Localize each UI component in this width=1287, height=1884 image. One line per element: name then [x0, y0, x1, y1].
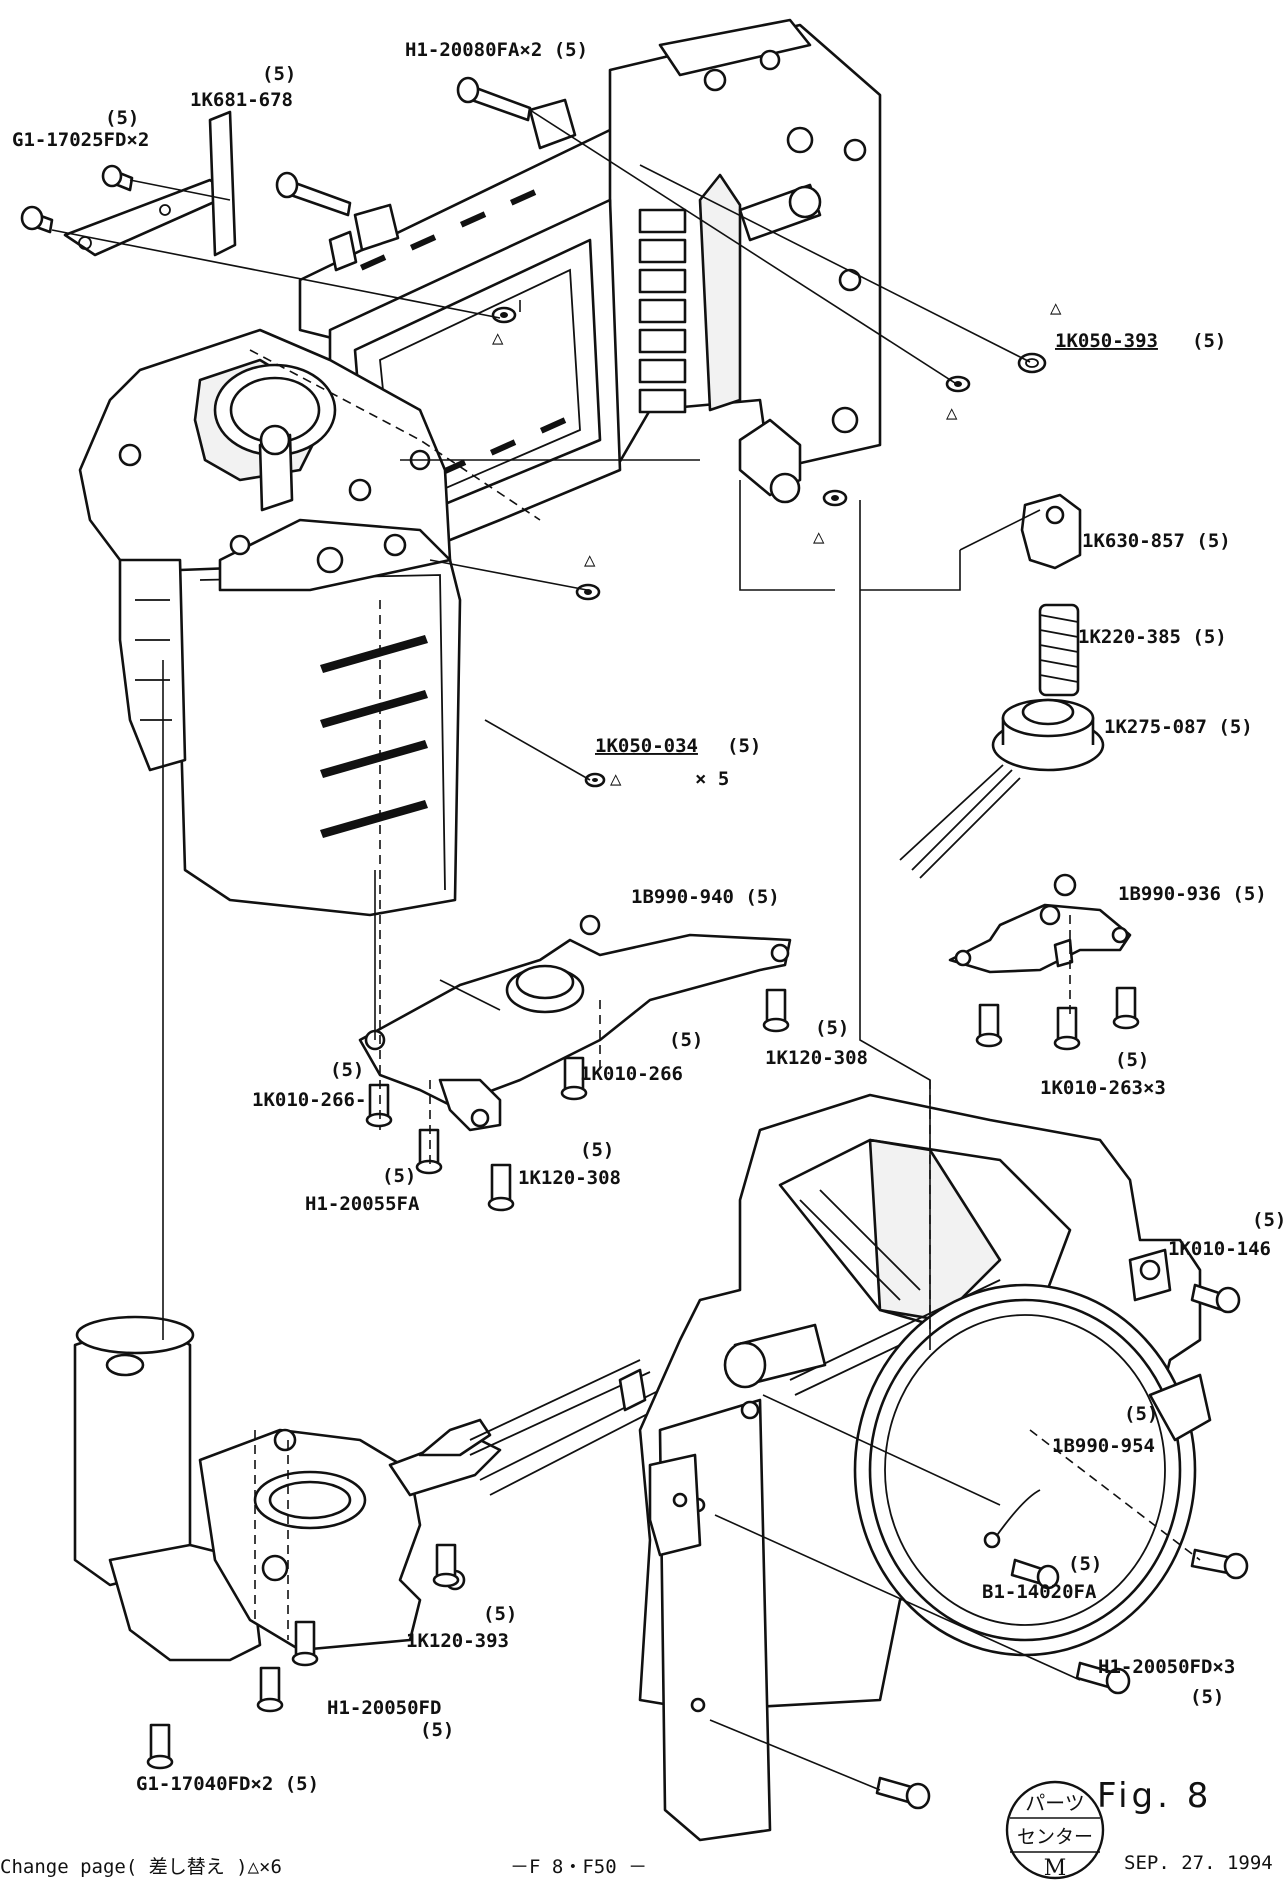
callout-labels: H1-20080FA×2 (5) (5) 1K681-678 (5) G1-17…	[12, 39, 1286, 1795]
label-screw-l2: 1K120-308	[518, 1167, 621, 1189]
screw-icon	[146, 1723, 174, 1770]
triangle-mark: △	[492, 327, 504, 349]
triangle-mark: △	[813, 526, 825, 548]
footer-change-note: Change page( 差し替え )△×6	[0, 1856, 282, 1878]
label-mirror-box-qty: (5)	[1124, 1403, 1158, 1425]
screw-icon	[415, 1128, 443, 1175]
label-screw-c2: 1K120-308	[765, 1047, 868, 1069]
label-screw-bottom: G1-17040FD×2 (5)	[136, 1773, 319, 1795]
screw-icon	[1190, 1548, 1249, 1580]
label-gear: 1K275-087 (5)	[1104, 716, 1253, 738]
screw-icon	[1053, 1006, 1081, 1051]
screw-icon	[975, 1003, 1003, 1048]
label-holder: 1K630-857 (5)	[1082, 530, 1231, 552]
label-screw-l2-qty: (5)	[580, 1139, 614, 1161]
triangle-mark: △	[946, 402, 958, 424]
spring-part	[1038, 603, 1080, 697]
screw-icon	[1190, 1283, 1241, 1314]
label-screw-l3: H1-20055FA	[305, 1193, 420, 1215]
screw-icon	[1112, 986, 1140, 1030]
screw-icon	[275, 171, 352, 217]
label-mirror-box: 1B990-954	[1052, 1435, 1155, 1457]
label-screw-c2-qty: (5)	[815, 1017, 849, 1039]
label-screw-c1: 1K010-266	[580, 1063, 683, 1085]
gear-part	[899, 698, 1105, 879]
label-screw-left-qty: (5)	[105, 107, 139, 129]
label-screw-r3: 1K010-263×3	[1040, 1077, 1166, 1099]
screw-icon	[560, 1056, 588, 1101]
screw-icon	[256, 1666, 284, 1713]
label-bracket-center: 1B990-940 (5)	[631, 886, 780, 908]
top-plate-part	[63, 110, 237, 257]
screw-icon	[875, 1776, 931, 1810]
label-screw-mirror: 1K010-146	[1168, 1238, 1271, 1260]
stamp-line1: パーツ	[1025, 1791, 1085, 1815]
label-screw-inner-qty: (5)	[1068, 1553, 1102, 1575]
screw-icon	[456, 76, 532, 122]
label-washer-front-mult: × 5	[695, 768, 729, 790]
leader-lines	[51, 109, 1201, 1791]
screw-icon	[1075, 1661, 1131, 1695]
triangle-mark: △	[610, 768, 622, 790]
screw-icon	[20, 205, 54, 234]
motor-assembly-part	[73, 1315, 666, 1662]
label-screw-l3-qty: (5)	[382, 1165, 416, 1187]
screw-icon	[291, 1620, 319, 1667]
label-washer-front: 1K050-034	[595, 735, 698, 757]
label-screw-r3-qty: (5)	[1115, 1049, 1149, 1071]
label-plate-top: 1K681-678	[190, 89, 293, 111]
label-plate-top-qty: (5)	[262, 63, 296, 85]
label-screw-mirror-qty: (5)	[1252, 1209, 1286, 1231]
footer-page-number: －F 8・F50 －	[510, 1856, 648, 1878]
label-washer-right-qty: (5)	[1192, 330, 1226, 352]
bracket-right-part	[948, 873, 1132, 974]
stamp-letter: M	[1044, 1856, 1067, 1881]
label-screw-c1-qty: (5)	[669, 1029, 703, 1051]
mirror-box-part	[638, 1093, 1212, 1842]
bracket-center-part	[358, 914, 792, 1132]
screw-icon	[101, 164, 134, 192]
screw-icon	[1010, 1558, 1060, 1590]
label-screw-inner: B1-14020FA	[982, 1581, 1097, 1603]
label-spring: 1K220-385 (5)	[1078, 626, 1227, 648]
triangle-mark: △	[584, 549, 596, 571]
label-screw-l1-qty: (5)	[330, 1059, 364, 1081]
stamp-line2: センター	[1017, 1826, 1093, 1848]
figure-title: Fig. 8	[1097, 1776, 1213, 1816]
screw-icon	[432, 1543, 460, 1588]
label-washer-right: 1K050-393	[1055, 330, 1158, 352]
parts-center-stamp: パーツ センター M	[1005, 1780, 1105, 1881]
label-screw-motor-qty: (5)	[483, 1603, 517, 1625]
main-body-chassis	[78, 18, 882, 917]
label-screw-mount: H1-20050FD×3	[1098, 1656, 1235, 1678]
footer-date: SEP. 27. 1994	[1124, 1852, 1273, 1874]
label-washer-front-qty: (5)	[727, 735, 761, 757]
screw-icon	[365, 1083, 393, 1128]
label-screw-motor2-qty: (5)	[420, 1719, 454, 1741]
screw-icon	[487, 1163, 515, 1212]
label-screw-top: H1-20080FA×2 (5)	[405, 39, 588, 61]
label-bracket-right: 1B990-936 (5)	[1118, 883, 1267, 905]
screw-icon	[762, 988, 790, 1033]
label-screw-motor2: H1-20050FD	[327, 1697, 441, 1719]
holder-part	[1020, 493, 1082, 570]
triangle-mark: △	[1050, 297, 1062, 319]
label-screw-l1: 1K010-266-	[252, 1089, 366, 1111]
label-screw-left: G1-17025FD×2	[12, 129, 149, 151]
label-screw-mount-qty: (5)	[1190, 1686, 1224, 1708]
label-screw-motor: 1K120-393	[406, 1630, 509, 1652]
